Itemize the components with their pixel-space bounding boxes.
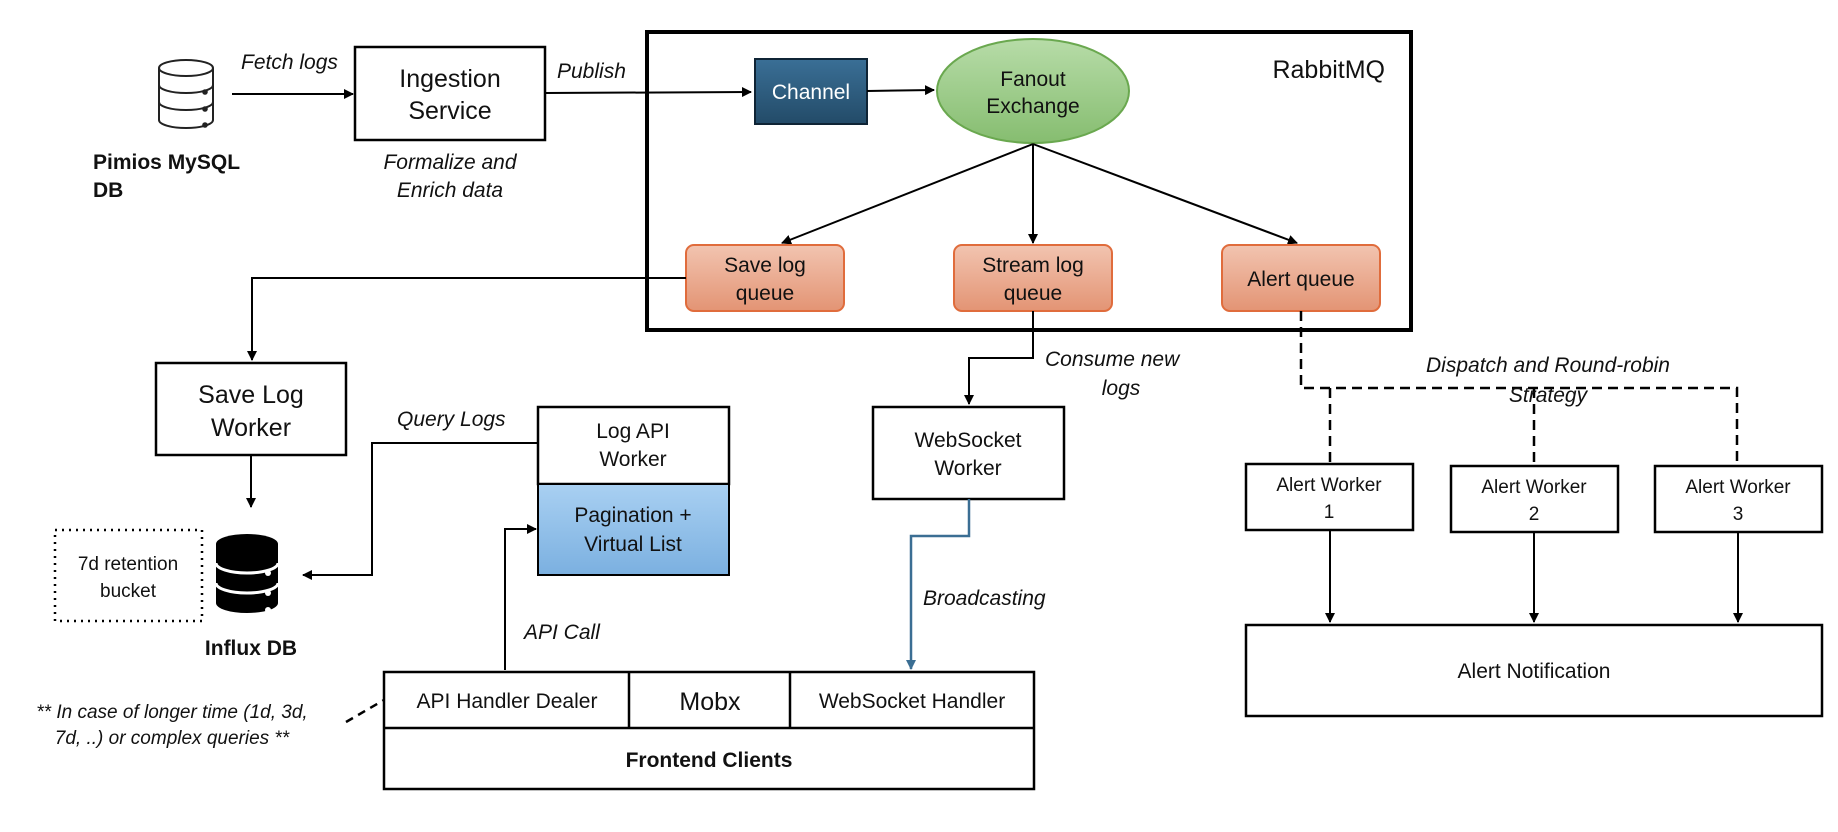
query-logs-arrow [302,442,538,580]
footnote-dashed-connector [345,698,385,724]
alert-queue-label: Alert queue [1247,268,1354,291]
websocket-worker-line2: Worker [934,457,1001,480]
mysql-db-label-line2: DB [93,179,123,202]
channel-box [754,58,868,125]
consume-label-line1: Consume new [1045,348,1181,371]
api-call-arrow [504,524,537,670]
ingestion-note-line2: Enrich data [397,179,503,202]
websocket-worker-box [871,405,1066,501]
fanout-exchange-line1: Fanout [1000,68,1066,91]
save-queue-to-worker-arrow [247,277,686,361]
retention-bucket-line1: 7d retention [78,554,178,575]
influx-db-label: Influx DB [205,637,297,660]
rabbitmq-title: RabbitMQ [1272,56,1385,84]
dispatch-label-line1: Dispatch and Round-robin [1426,354,1670,377]
publish-label: Publish [557,60,626,83]
ingestion-service-line2: Service [408,97,491,125]
api-handler-dealer-label: API Handler Dealer [417,690,598,713]
mobx-label: Mobx [679,688,741,716]
stream-queue-to-ws-worker-arrow [964,311,1034,405]
exchange-to-save-queue-arrow [781,143,1034,245]
dispatch-label-line2: Strategy [1509,384,1589,407]
stream-log-queue-line2: queue [1004,282,1062,305]
exchange-to-alert-queue-arrow [1032,143,1298,245]
pagination-line1: Pagination + [574,504,691,527]
ingestion-service-line1: Ingestion [399,65,500,93]
save-log-worker-line1: Save Log [198,381,304,409]
footnote-line1: ** In case of longer time (1d, 3d, [36,702,307,723]
alert-worker-1-box [1244,462,1415,532]
influx-database-icon [214,534,280,613]
retention-bucket-box [53,528,204,623]
mysql-db-label-line1: Pimios MySQL [93,151,240,174]
websocket-worker-line1: WebSocket [915,429,1022,452]
broadcasting-label: Broadcasting [923,587,1046,610]
websocket-handler-label: WebSocket Handler [819,690,1005,713]
log-api-worker-box [536,405,731,486]
retention-bucket-line2: bucket [100,581,157,602]
pagination-line2: Virtual List [584,533,682,556]
api-call-label: API Call [522,621,601,644]
fanout-exchange-line2: Exchange [986,95,1079,118]
ingestion-service-box [353,45,547,142]
alert-worker-2-line2: 2 [1529,504,1540,525]
ingestion-note-line1: Formalize and [383,151,517,174]
log-api-worker-line1: Log API [596,420,670,443]
save-log-queue-line1: Save log [724,254,806,277]
channel-label: Channel [772,81,850,104]
mysql-database-icon [158,59,214,129]
alert-worker-2-line1: Alert Worker [1481,477,1587,498]
save-log-worker-line2: Worker [211,414,291,442]
channel-to-exchange-arrow [866,85,935,96]
query-logs-label: Query Logs [397,408,506,431]
frontend-clients-title: Frontend Clients [626,749,793,772]
frontend-clients-box [382,670,1036,791]
save-log-queue-line2: queue [736,282,794,305]
dispatch-dashed-lines [1299,311,1739,466]
fanout-exchange-node [936,38,1130,144]
alert-worker-3-line1: Alert Worker [1685,477,1791,498]
broadcasting-arrow [906,499,971,670]
rabbitmq-container [645,30,1413,332]
alert-worker-1-line1: Alert Worker [1276,475,1382,496]
pagination-virtual-list-box [537,483,730,576]
alert-worker-3-line2: 3 [1733,504,1744,525]
alert-notification-label: Alert Notification [1458,660,1611,683]
alert-notification-box [1244,623,1824,718]
log-api-worker-line2: Worker [599,448,666,471]
stream-log-queue-line1: Stream log [982,254,1084,277]
alert-worker-1-line2: 1 [1324,502,1335,523]
footnote-line2: 7d, ..) or complex queries ** [55,728,290,749]
fetch-logs-label: Fetch logs [241,51,338,74]
consume-label-line2: logs [1102,377,1141,400]
